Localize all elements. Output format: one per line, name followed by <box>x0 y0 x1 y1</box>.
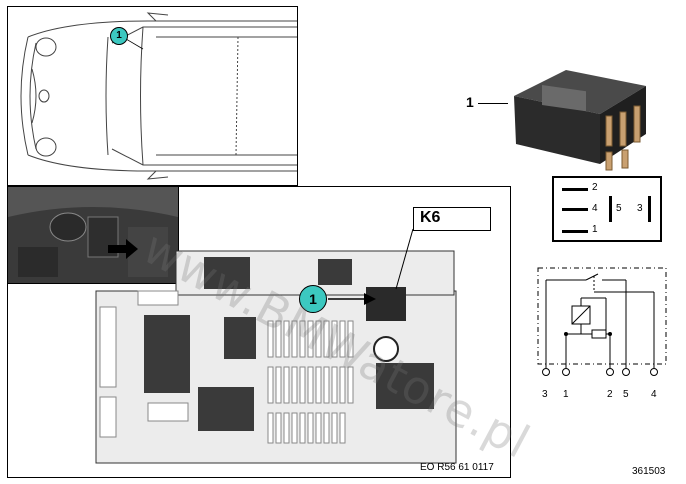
pin-label-5: 5 <box>616 203 622 214</box>
relay-label-box: K6 <box>413 207 491 231</box>
pin-bar-3 <box>648 196 651 222</box>
dashboard-photo <box>8 187 179 284</box>
car-callout-number: 1 <box>116 30 122 41</box>
pin-bar-1 <box>562 230 588 233</box>
pin-label-1: 1 <box>592 224 598 235</box>
car-location-panel: 1 <box>7 6 298 186</box>
pin-label-4: 4 <box>592 203 598 214</box>
schematic-terminal-1: 1 <box>563 389 569 400</box>
relay-photo <box>506 66 676 176</box>
pin-label-3: 3 <box>637 203 643 214</box>
pin-bar-2 <box>562 188 588 191</box>
image-number: 361503 <box>632 466 666 477</box>
relay-part-leader <box>478 103 508 104</box>
fusebox-drawing <box>95 228 457 464</box>
pin-label-2: 2 <box>592 182 598 193</box>
schematic-terminal-5: 5 <box>623 389 629 400</box>
relay-schematic <box>537 267 667 376</box>
schematic-terminal-3: 3 <box>542 389 548 400</box>
fusebox-callout-badge: 1 <box>299 285 327 313</box>
document-code: EO R56 61 0117 <box>420 462 494 473</box>
relay-part-callout: 1 <box>466 94 474 110</box>
fusebox-panel: K6 1 EO R56 61 0117 <box>7 186 511 478</box>
relay-pin-diagram: 2 4 1 5 3 <box>552 176 662 242</box>
relay-label: K6 <box>420 209 441 226</box>
fusebox-callout-number: 1 <box>309 291 317 307</box>
pin-bar-5 <box>609 196 612 222</box>
schematic-terminal-2: 2 <box>607 389 613 400</box>
pin-bar-4 <box>562 208 588 211</box>
car-callout-badge: 1 <box>110 27 128 45</box>
schematic-terminal-4: 4 <box>651 389 657 400</box>
car-outline-drawing <box>20 12 297 180</box>
